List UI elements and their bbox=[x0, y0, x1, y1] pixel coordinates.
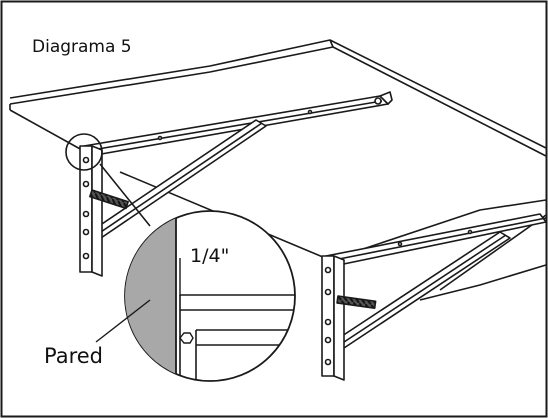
left-bracket bbox=[79, 91, 393, 277]
gap-measurement-label: 1/4" bbox=[190, 245, 230, 267]
table-top bbox=[9, 39, 547, 301]
callout-leader bbox=[99, 163, 151, 227]
wall-label-leader bbox=[95, 299, 151, 343]
diagram-title: Diagrama 5 bbox=[32, 37, 132, 57]
hex-bolt bbox=[179, 332, 194, 344]
detail-marker-circle bbox=[65, 133, 103, 171]
zoom-detail bbox=[124, 210, 296, 382]
wall-label: Pared bbox=[44, 344, 104, 368]
right-bracket bbox=[321, 213, 547, 381]
